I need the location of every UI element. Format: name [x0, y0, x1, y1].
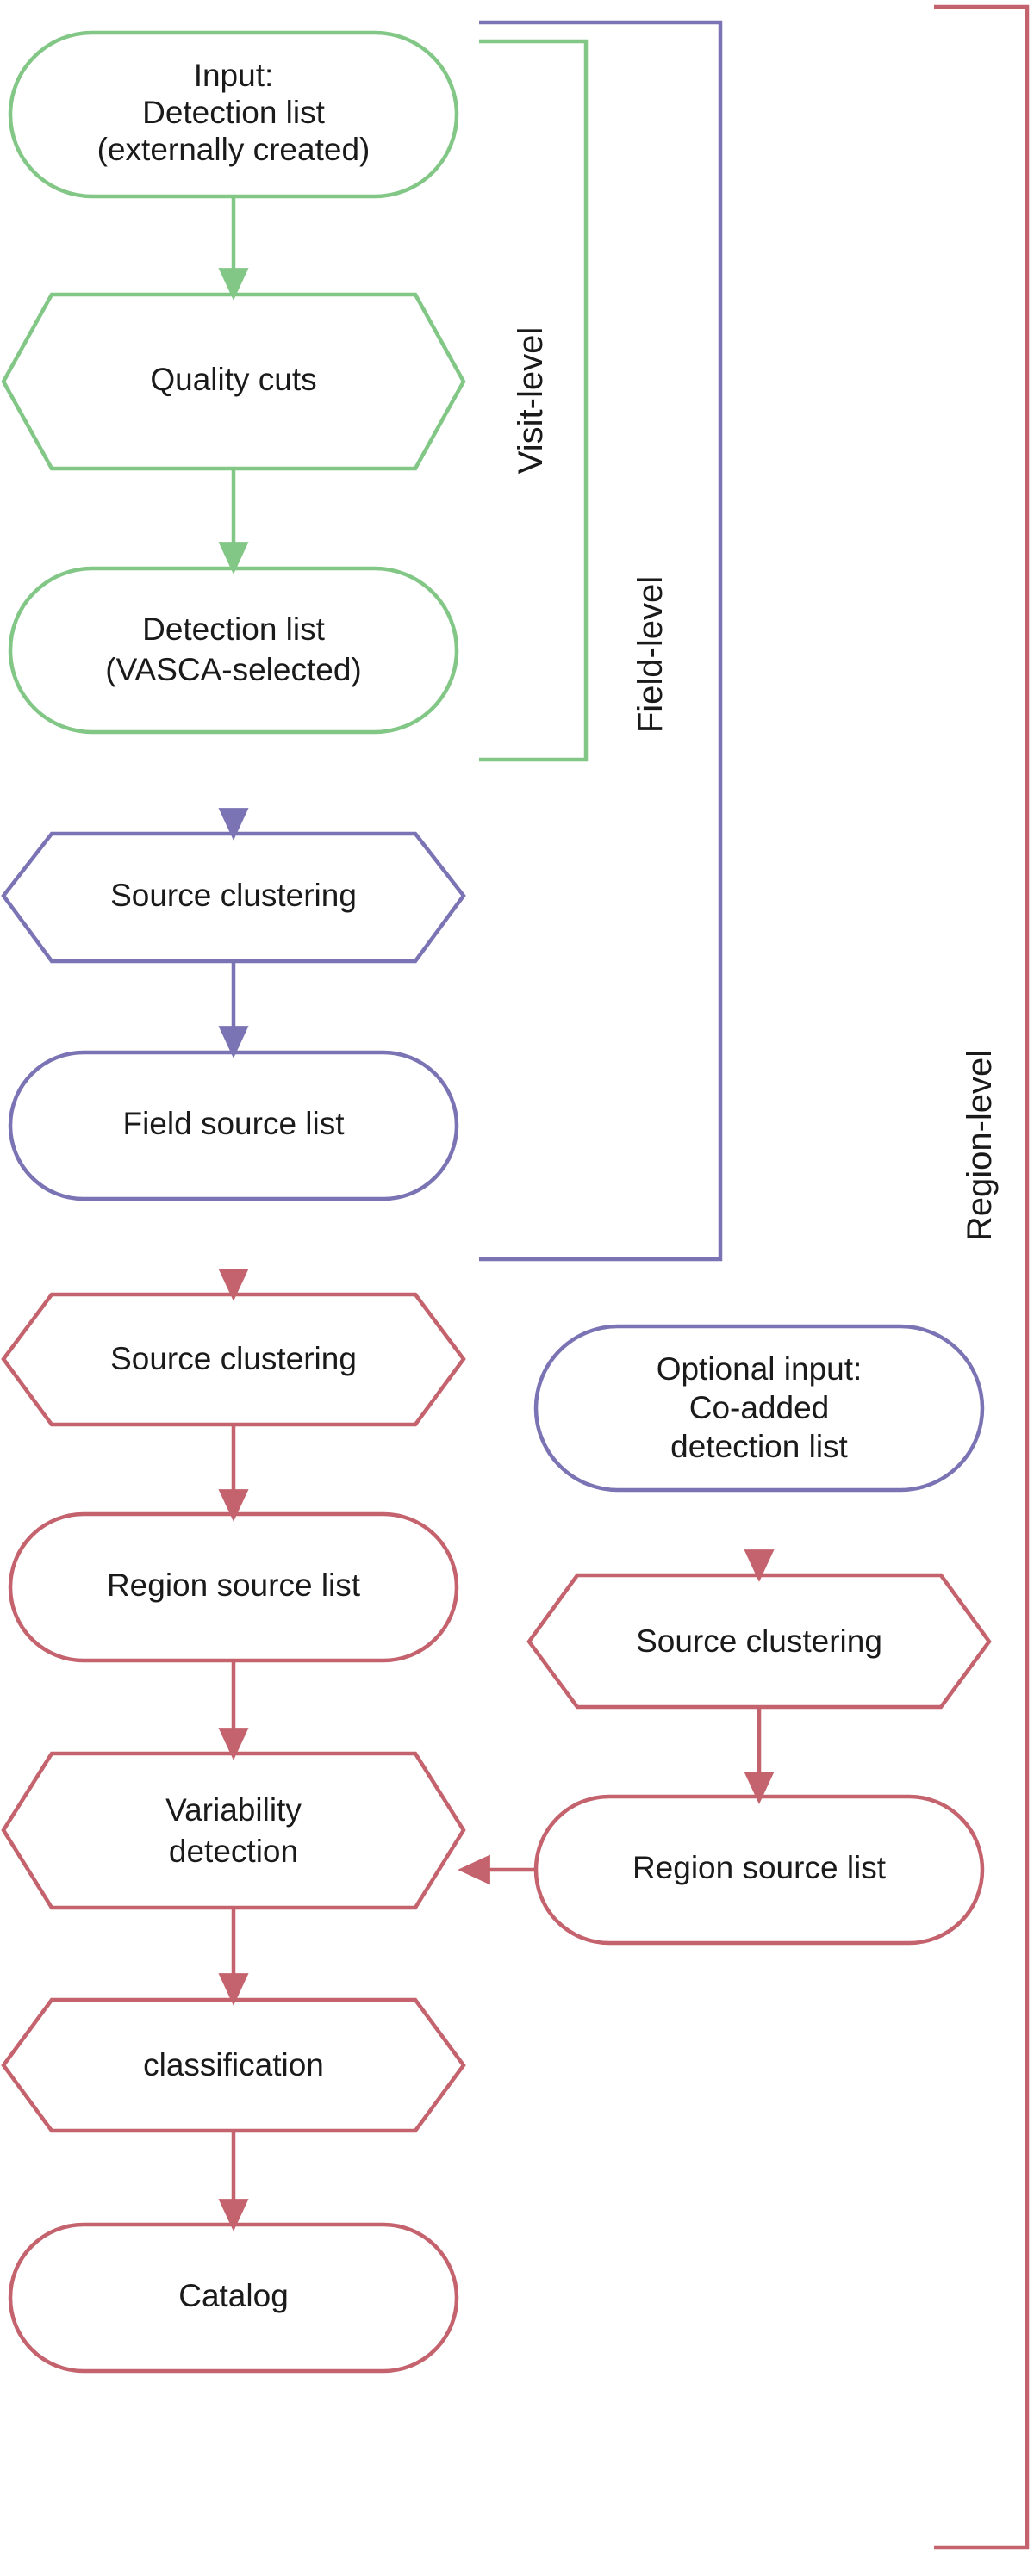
node-label-line: Detection list — [142, 95, 326, 130]
node-catalog[interactable]: Catalog — [8, 2222, 459, 2374]
node-detection-list-vasca[interactable]: Detection list (VASCA-selected) — [8, 566, 459, 735]
node-shape-hexagon — [1, 292, 466, 471]
node-shape-hexagon — [1, 1751, 466, 1910]
node-shape-hexagon — [1, 1292, 466, 1427]
node-source-clustering-coadd[interactable]: Source clustering — [526, 1573, 992, 1710]
node-shape-rounded — [8, 2222, 459, 2374]
node-label-line: (externally created) — [97, 132, 371, 167]
node-label-line: Catalog — [178, 2278, 289, 2313]
bracket-region-level — [934, 4, 1030, 2550]
node-label-line: Optional input: — [657, 1351, 863, 1387]
node-input-detection-list[interactable]: Input: Detection list (externally create… — [8, 30, 459, 199]
node-label-line: Region source list — [632, 1850, 887, 1885]
node-label-line: Region source list — [107, 1567, 361, 1603]
node-region-source-list-coadd[interactable]: Region source list — [533, 1794, 985, 1946]
node-label-line: Detection list — [142, 611, 326, 647]
node-shape-rounded — [8, 566, 459, 735]
node-label-line: detection list — [670, 1429, 848, 1464]
node-label-line: detection — [169, 1834, 298, 1869]
node-region-source-list[interactable]: Region source list — [8, 1511, 459, 1663]
node-variability-detection[interactable]: Variability detection — [1, 1751, 466, 1910]
bracket-label-region-level: Region-level — [961, 1050, 999, 1241]
node-label-line: Variability — [165, 1792, 302, 1828]
node-label-line: Source clustering — [636, 1623, 882, 1659]
node-label-line: Field source list — [122, 1106, 345, 1141]
node-label-line: (VASCA-selected) — [105, 652, 361, 687]
bracket-field-level — [479, 20, 723, 1262]
node-field-source-list[interactable]: Field source list — [8, 1050, 459, 1201]
node-label-line: Source clustering — [110, 1341, 357, 1376]
node-label-line: Source clustering — [110, 878, 357, 913]
node-shape-hexagon — [1, 831, 466, 964]
node-classification[interactable]: classification — [1, 1997, 466, 2133]
node-shape-hexagon — [1, 1997, 466, 2133]
node-label-line: Co-added — [689, 1390, 830, 1425]
bracket-label-visit-level: Visit-level — [512, 327, 550, 474]
bracket-visit-level — [479, 39, 589, 762]
node-source-clustering-field[interactable]: Source clustering — [1, 831, 466, 964]
node-optional-input-coadded[interactable]: Optional input: Co-added detection list — [533, 1324, 985, 1493]
node-source-clustering-region[interactable]: Source clustering — [1, 1292, 466, 1427]
node-label-line: classification — [143, 2047, 324, 2083]
node-label-line: Input: — [194, 58, 274, 93]
node-label-line: Quality cuts — [150, 362, 316, 397]
node-quality-cuts[interactable]: Quality cuts — [1, 292, 466, 471]
node-shape-hexagon — [526, 1573, 992, 1710]
bracket-label-field-level: Field-level — [632, 576, 670, 733]
